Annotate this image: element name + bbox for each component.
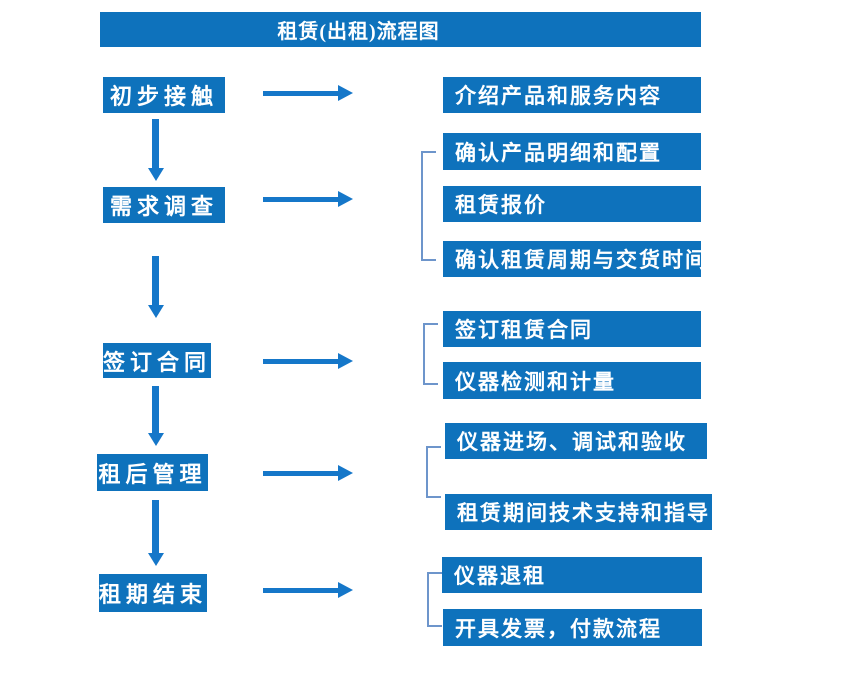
step-box-demand-survey: 需求调查 xyxy=(103,187,225,223)
step-box-sign-contract: 签订合同 xyxy=(103,343,211,378)
down-arrow-shaft xyxy=(152,500,159,553)
right-arrow xyxy=(263,582,353,598)
group-bracket-rental-end xyxy=(427,572,442,627)
down-arrow xyxy=(147,500,164,566)
down-arrow xyxy=(147,386,164,446)
down-arrow xyxy=(147,119,164,181)
detail-box-confirm-rental-period-delivery: 确认租赁周期与交货时间 xyxy=(443,241,706,277)
right-arrow-head xyxy=(338,465,353,481)
detail-box-introduce-products-services: 介绍产品和服务内容 xyxy=(443,77,701,113)
right-arrow-shaft xyxy=(263,358,338,364)
group-bracket-post-rental xyxy=(426,446,441,498)
right-arrow-shaft xyxy=(263,587,338,593)
down-arrow-head xyxy=(147,305,164,318)
detail-box-technical-support-guidance: 租赁期间技术支持和指导 xyxy=(445,494,712,530)
group-bracket-demand-survey xyxy=(421,151,436,261)
down-arrow xyxy=(147,256,164,318)
right-arrow xyxy=(263,191,353,207)
right-arrow xyxy=(263,465,353,481)
detail-box-instrument-inspection-metering: 仪器检测和计量 xyxy=(443,362,701,399)
page-title: 租赁(出租)流程图 xyxy=(277,21,440,43)
right-arrow-shaft xyxy=(263,470,338,476)
down-arrow-shaft xyxy=(152,256,159,305)
right-arrow-shaft xyxy=(263,196,338,202)
step-box-post-rental-management: 租后管理 xyxy=(97,454,208,491)
detail-box-rental-quotation: 租赁报价 xyxy=(443,186,701,222)
step-box-initial-contact: 初步接触 xyxy=(103,77,225,113)
detail-box-invoice-payment-process: 开具发票，付款流程 xyxy=(443,609,702,646)
down-arrow-head xyxy=(147,168,164,181)
flowchart-title-bar: 租赁(出租)流程图 xyxy=(100,12,701,47)
detail-box-instrument-setup-acceptance: 仪器进场、调试和验收 xyxy=(445,423,707,459)
down-arrow-shaft xyxy=(152,119,159,168)
detail-box-sign-rental-contract: 签订租赁合同 xyxy=(443,311,701,347)
down-arrow-head xyxy=(147,553,164,566)
down-arrow-shaft xyxy=(152,386,159,433)
right-arrow-head xyxy=(338,353,353,369)
right-arrow-head xyxy=(338,582,353,598)
right-arrow-shaft xyxy=(263,90,338,96)
group-bracket-sign-contract xyxy=(423,323,438,385)
detail-box-instrument-return: 仪器退租 xyxy=(442,557,702,593)
right-arrow xyxy=(263,85,353,101)
right-arrow-head xyxy=(338,85,353,101)
step-box-rental-end: 租期结束 xyxy=(99,574,207,612)
right-arrow-head xyxy=(338,191,353,207)
down-arrow-head xyxy=(147,433,164,446)
right-arrow xyxy=(263,353,353,369)
detail-box-confirm-product-details: 确认产品明细和配置 xyxy=(443,133,701,170)
